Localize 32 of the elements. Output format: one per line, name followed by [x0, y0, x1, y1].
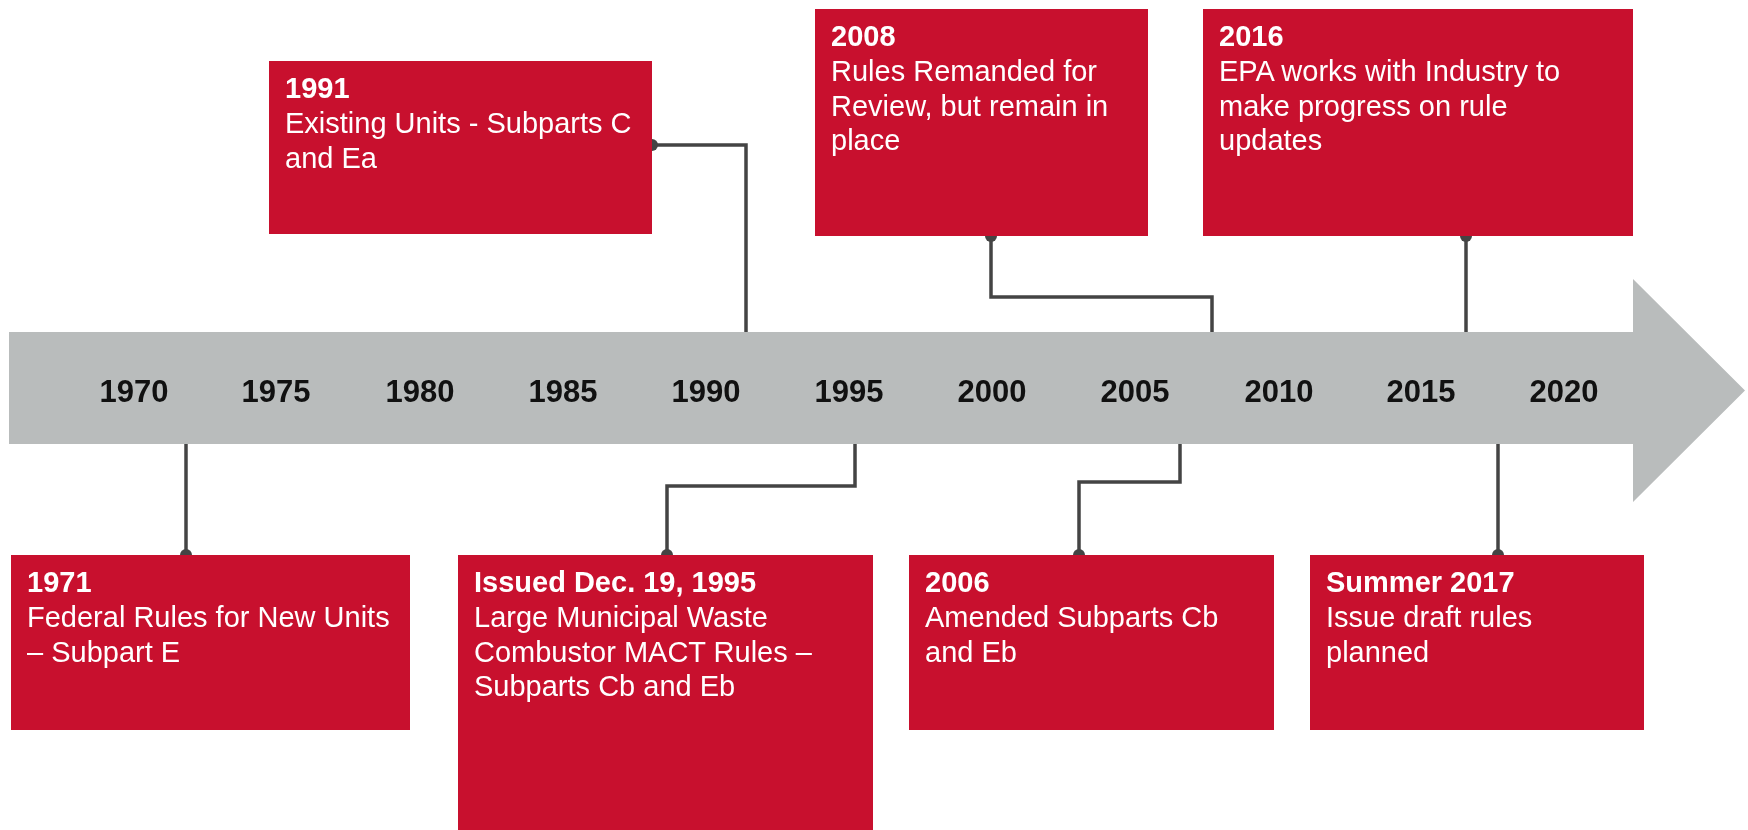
- event-date: 2008: [831, 19, 897, 54]
- year-label: 1985: [528, 374, 598, 410]
- event-box: [1203, 9, 1633, 236]
- event-date: 2016: [1219, 19, 1285, 54]
- year-label: 2005: [1100, 374, 1170, 410]
- event-box: [815, 9, 1148, 236]
- event-description: Existing Units - Subparts C and Ea: [285, 105, 633, 176]
- event-description: Issue draft rules planned: [1326, 599, 1534, 670]
- event-description: Amended Subparts Cb and Eb: [925, 599, 1220, 670]
- event-description: Federal Rules for New Units – Subpart E: [27, 599, 391, 670]
- year-label: 1970: [99, 374, 169, 410]
- event-date: 1991: [285, 71, 351, 106]
- year-label: 2015: [1386, 374, 1456, 410]
- year-label: 2020: [1529, 374, 1599, 410]
- year-label: 2000: [957, 374, 1027, 410]
- event-box: [11, 555, 410, 730]
- year-label: 1995: [814, 374, 884, 410]
- event-description: EPA works with Industry to make progress on rule updates: [1219, 53, 1562, 159]
- year-label: 1980: [385, 374, 455, 410]
- event-date: 2006: [925, 565, 991, 600]
- event-box: [458, 555, 873, 830]
- year-label: 2010: [1244, 374, 1314, 410]
- event-box: [269, 61, 652, 234]
- event-box: [909, 555, 1274, 730]
- event-description: Rules Remanded for Review, but remain in place: [831, 53, 1110, 159]
- event-date: Summer 2017: [1326, 565, 1516, 600]
- year-label: 1990: [671, 374, 741, 410]
- event-description: Large Municipal Waste Combustor MACT Rules – Subparts Cb and Eb: [474, 599, 813, 705]
- event-date: Issued Dec. 19, 1995: [474, 565, 758, 600]
- year-label: 1975: [241, 374, 311, 410]
- event-box: [1310, 555, 1644, 730]
- event-date: 1971: [27, 565, 93, 600]
